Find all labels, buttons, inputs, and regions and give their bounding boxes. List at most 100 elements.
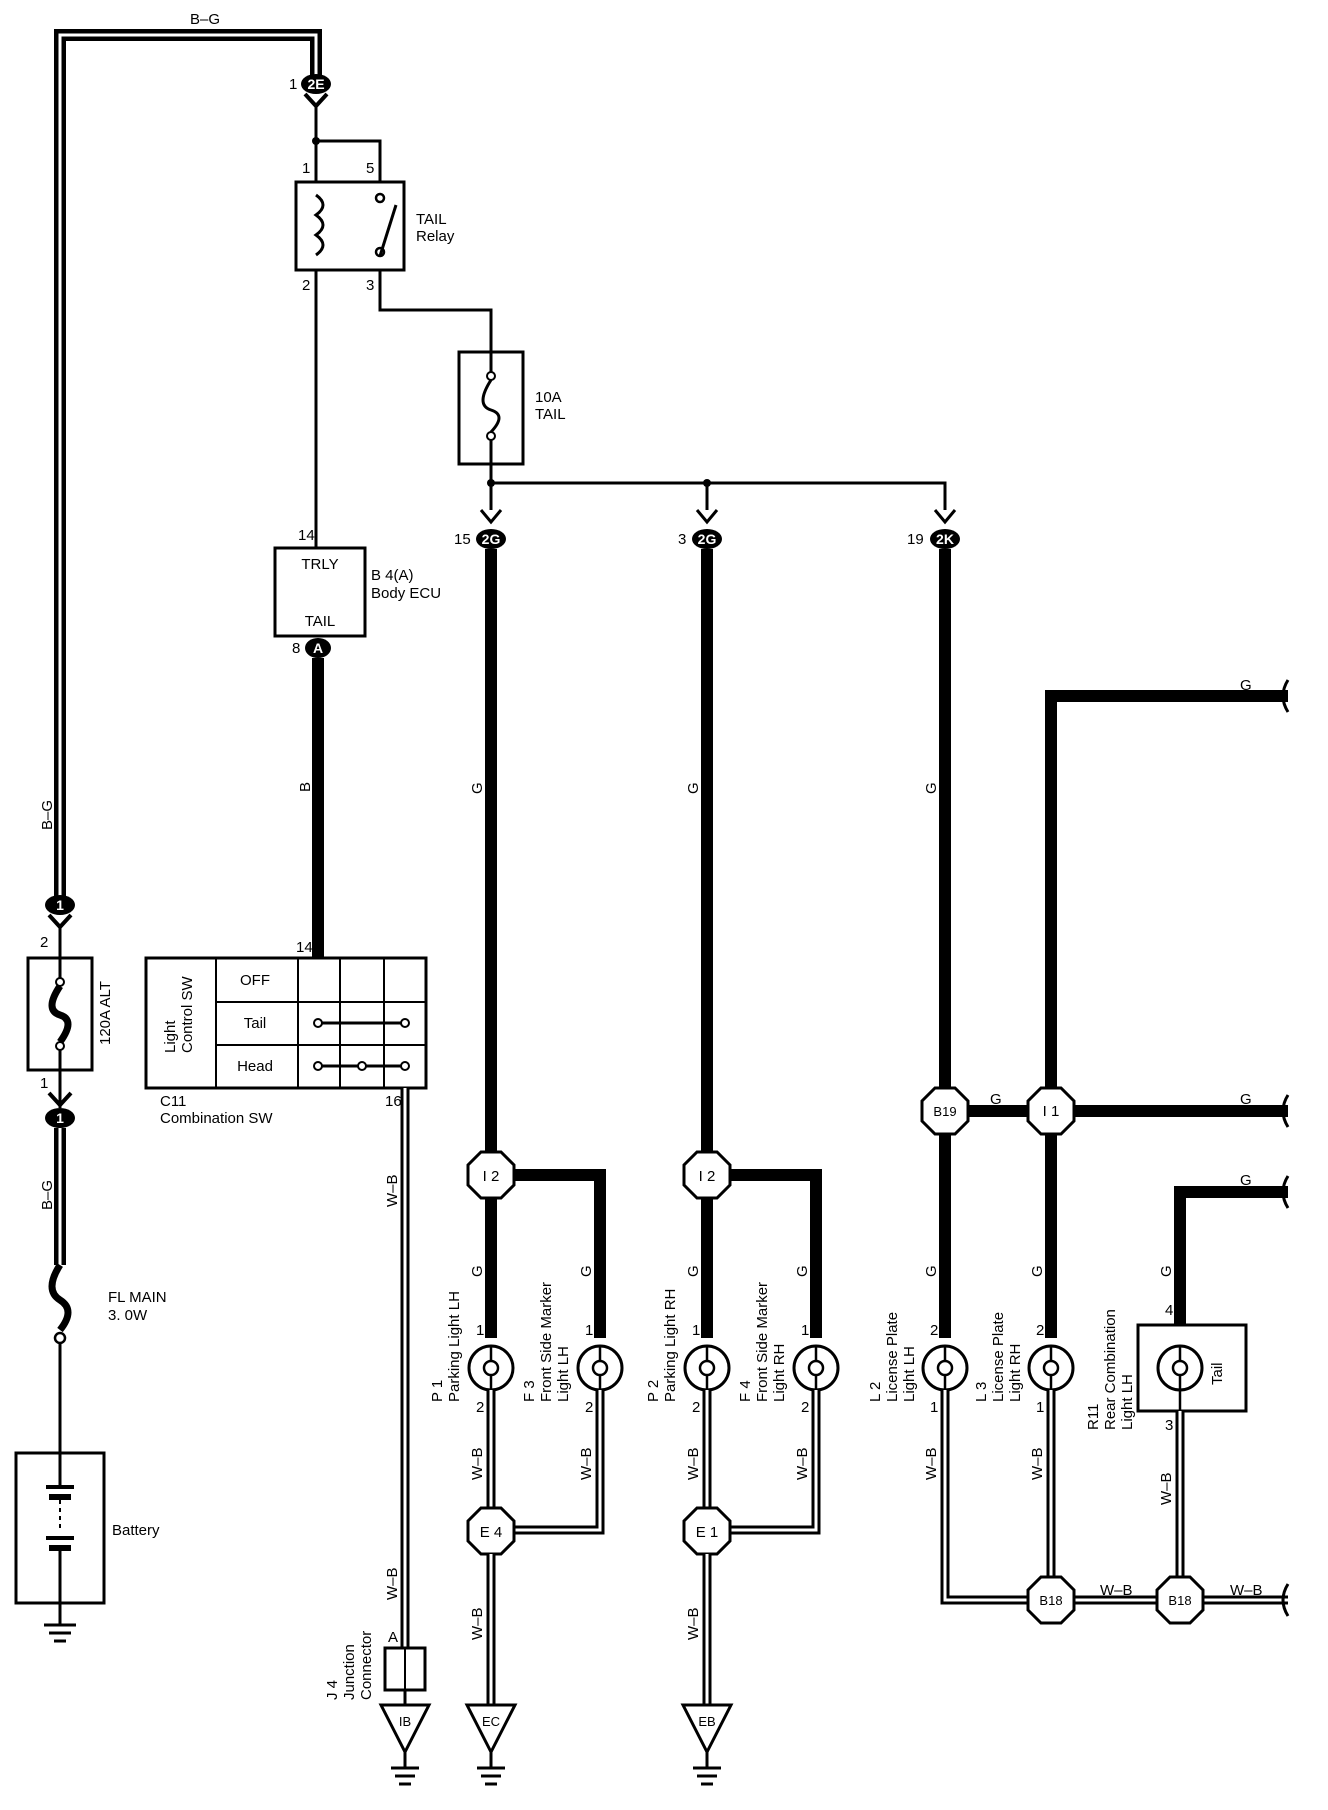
splice-b19-label: B19 xyxy=(933,1104,956,1119)
arrow-2g-a xyxy=(479,509,503,525)
l3-name-2: Light RH xyxy=(1007,1344,1024,1402)
wire-g-f3 xyxy=(491,1169,606,1338)
arrow-2g-b xyxy=(695,509,719,525)
f3-code: F 3 xyxy=(521,1380,538,1402)
junction-connector-j4 xyxy=(383,1646,427,1705)
ground-eb xyxy=(680,1703,734,1786)
bulb-l2 xyxy=(921,1344,969,1392)
f4-name-1: Front Side Marker xyxy=(754,1282,771,1402)
connector-alt-bot: 1 xyxy=(45,1108,75,1128)
wire-break-mid xyxy=(1281,1094,1290,1128)
wire-label-wb-b18b: W–B xyxy=(1230,1582,1263,1599)
l2-name-1: License Plate xyxy=(884,1312,901,1402)
ecu-code: B 4(A) xyxy=(371,567,414,584)
fuse-10a-tail xyxy=(457,350,525,466)
wire-label-wb-b18a: W–B xyxy=(1100,1582,1133,1599)
f3-name-1: Front Side Marker xyxy=(538,1282,555,1402)
r11-name-1: Rear Combination xyxy=(1102,1309,1119,1430)
splice-b18-b xyxy=(1155,1575,1205,1625)
connector-ecu-a: A xyxy=(305,638,331,658)
ground-ib-label: IB xyxy=(399,1714,411,1729)
pin-19: 19 xyxy=(907,531,924,548)
p2-name: Parking Light RH xyxy=(662,1289,679,1402)
wire-bus xyxy=(491,481,947,510)
p1-code: P 1 xyxy=(429,1380,446,1402)
fuse-alt-label: 120A ALT xyxy=(97,981,114,1045)
svg-text:2E: 2E xyxy=(307,76,324,92)
combo-row-off: OFF xyxy=(240,972,270,989)
j4-code: J 4 xyxy=(324,1680,341,1700)
svg-text:2G: 2G xyxy=(482,531,501,547)
fl-main-rating: 3. 0W xyxy=(108,1307,148,1324)
pin-f4-2: 2 xyxy=(801,1399,809,1416)
f4-name-2: Light RH xyxy=(771,1344,788,1402)
ground-eb-label: EB xyxy=(698,1714,715,1729)
splice-i2-b xyxy=(682,1150,732,1200)
svg-text:2G: 2G xyxy=(698,531,717,547)
wire-label-g-r11: G xyxy=(1158,1265,1175,1277)
j4-name-2: Connector xyxy=(358,1631,375,1700)
splice-i1-label: I 1 xyxy=(1043,1103,1060,1120)
splice-i2-a-label: I 2 xyxy=(483,1168,500,1185)
junction-dot-bus-left xyxy=(487,479,495,487)
combo-code: C11 xyxy=(160,1093,186,1110)
splice-e4-label: E 4 xyxy=(480,1524,503,1541)
ecu-terminal-tail: TAIL xyxy=(305,613,336,630)
wire-g-r11 xyxy=(1174,1186,1288,1325)
connector-2e: 2E xyxy=(301,74,331,109)
connector-alt-top: 1 xyxy=(45,895,75,930)
pin-2e-1: 1 xyxy=(289,76,297,93)
splice-e4 xyxy=(466,1506,516,1556)
pin-r11-4: 4 xyxy=(1165,1302,1173,1319)
ecu-terminal-trly: TRLY xyxy=(301,556,338,573)
pin-f4-1: 1 xyxy=(801,1322,809,1339)
pin-ecu-14: 14 xyxy=(298,527,315,544)
connector-2k: 2K xyxy=(930,529,960,549)
r11-bulb-label: Tail xyxy=(1209,1362,1226,1385)
relay-sub: Relay xyxy=(416,228,455,245)
splice-e1-label: E 1 xyxy=(696,1524,719,1541)
l3-name-1: License Plate xyxy=(990,1312,1007,1402)
ground-battery xyxy=(44,1603,76,1643)
pin-alt-1: 1 xyxy=(40,1075,48,1092)
splice-b19 xyxy=(920,1086,970,1136)
pin-l2-1: 1 xyxy=(930,1399,938,1416)
wire-g-f4 xyxy=(707,1169,822,1338)
pin-f3-2: 2 xyxy=(585,1399,593,1416)
tail-relay xyxy=(294,180,406,272)
wire-break-low xyxy=(1281,1175,1290,1209)
rear-combination-light-r11 xyxy=(1136,1323,1248,1413)
fuse-tail-rating: 10A xyxy=(535,389,562,406)
pin-15: 15 xyxy=(454,531,471,548)
l2-code: L 2 xyxy=(867,1382,884,1402)
splice-b18-a-label: B18 xyxy=(1039,1593,1062,1608)
wire-wb-p1-f3 xyxy=(486,1390,605,1535)
pin-relay-1: 1 xyxy=(302,160,310,177)
svg-text:1: 1 xyxy=(56,897,64,913)
arrow-2k xyxy=(933,509,957,525)
pin-f3-1: 1 xyxy=(585,1322,593,1339)
wire-label-g-l3: G xyxy=(1029,1265,1046,1277)
pin-3: 3 xyxy=(678,531,686,548)
wire-relay-5 xyxy=(316,139,382,182)
splice-b18-b-label: B18 xyxy=(1168,1593,1191,1608)
pin-j4-a: A xyxy=(388,1629,398,1646)
fuse-tail-name: TAIL xyxy=(535,406,566,423)
wire-label-g-p2: G xyxy=(685,782,702,794)
ground-ec-label: EC xyxy=(482,1714,500,1729)
svg-text:A: A xyxy=(313,640,323,656)
arrow-alt-bot xyxy=(47,1091,73,1108)
wire-label-g-l2: G xyxy=(923,1265,940,1277)
r11-name-2: Light LH xyxy=(1119,1374,1136,1430)
bulb-p1 xyxy=(467,1344,515,1392)
junction-dot-bus-mid xyxy=(703,479,711,487)
wire-wb-rear-bus xyxy=(940,1390,1288,1605)
j4-name-1: Junction xyxy=(341,1644,358,1700)
splice-e1 xyxy=(682,1506,732,1556)
l2-name-2: Light LH xyxy=(901,1346,918,1402)
pin-relay-3: 3 xyxy=(366,277,374,294)
pin-alt-2: 2 xyxy=(40,934,48,951)
wire-label-b: B xyxy=(297,782,314,792)
combo-row-head: Head xyxy=(237,1058,273,1075)
